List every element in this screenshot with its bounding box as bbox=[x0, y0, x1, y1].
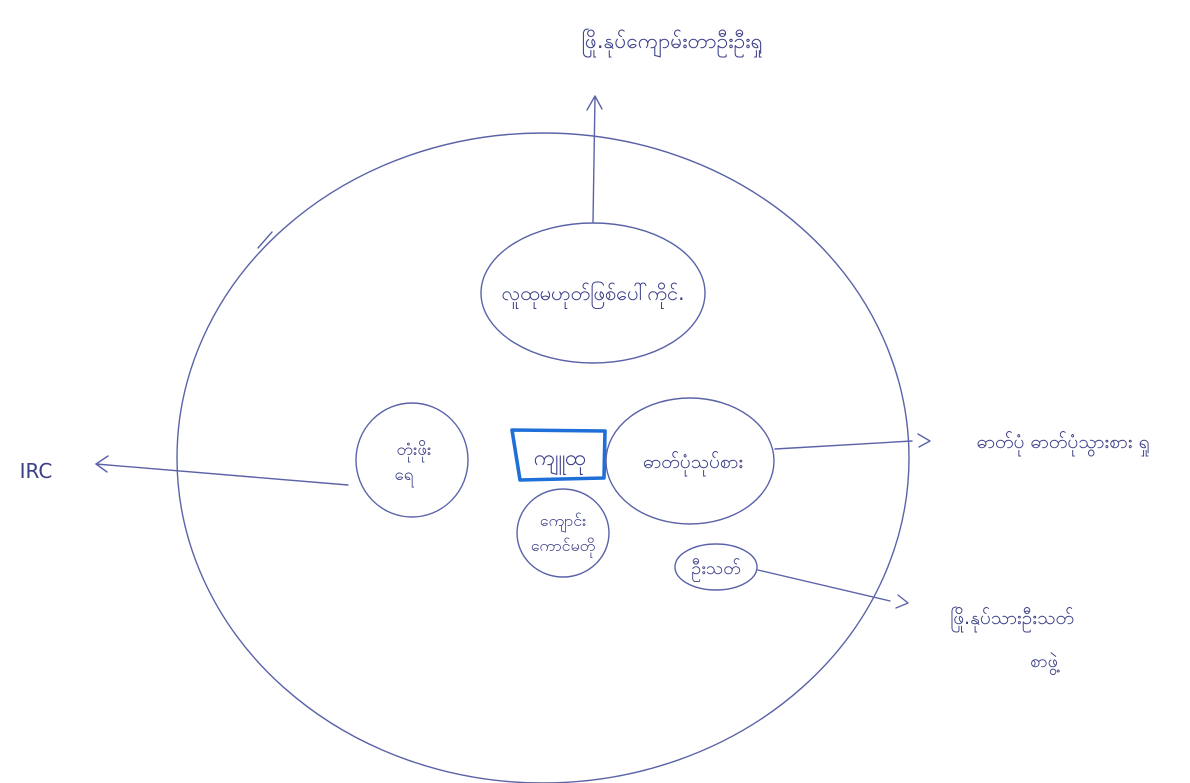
bottom-bubble-label-line1: ကျောင်း bbox=[540, 511, 586, 533]
small-bubble-label: ဦးသတ် bbox=[691, 558, 740, 582]
arrow-up-line bbox=[592, 96, 596, 223]
top-bubble-outline bbox=[480, 222, 706, 364]
stray-stroke bbox=[257, 231, 273, 249]
center-box-label: ကျူထု bbox=[534, 446, 587, 476]
output-right-label: ဓာတ်ပုံ ဓာတ်ပုံသွားစား ရှု bbox=[977, 430, 1150, 457]
bottom-bubble-outline bbox=[516, 488, 610, 578]
left-bubble-outline bbox=[355, 402, 469, 518]
small-bubble-outline bbox=[674, 543, 758, 591]
arrow-up-head bbox=[586, 95, 603, 111]
arrow-bottom-right-head bbox=[895, 594, 909, 609]
left-bubble-label-line2: ရေ bbox=[395, 465, 415, 488]
outer-circle bbox=[176, 132, 910, 783]
arrow-left-line bbox=[95, 463, 349, 486]
arrow-right-head bbox=[917, 433, 931, 448]
output-bottom-right-line2: စာဖွဲ့ bbox=[1030, 651, 1060, 675]
arrow-bottom-right-line bbox=[757, 569, 891, 602]
right-bubble-label: ဓာတ်ပုံသုပ်စား bbox=[643, 450, 743, 477]
top-bubble-label: လူထုမဟုတ်ဖြစ်ပေါ်ကိုင်. bbox=[502, 281, 685, 309]
output-left-label: IRC bbox=[20, 459, 53, 483]
arrow-left-head bbox=[95, 455, 109, 473]
center-box bbox=[510, 428, 607, 482]
output-top-label: ဖြို.နုပ်ကျောမ်းတာဦးဦးရှု bbox=[581, 27, 762, 58]
right-bubble-outline bbox=[605, 397, 775, 525]
left-bubble-label-line1: တုံးဖိုး bbox=[397, 440, 432, 463]
arrow-right-line bbox=[774, 440, 913, 450]
bottom-bubble-label-line2: ကောင်မတို bbox=[531, 536, 596, 558]
output-bottom-right-line1: ဖြို.နုပ်သားဦးသတ် bbox=[950, 605, 1074, 633]
